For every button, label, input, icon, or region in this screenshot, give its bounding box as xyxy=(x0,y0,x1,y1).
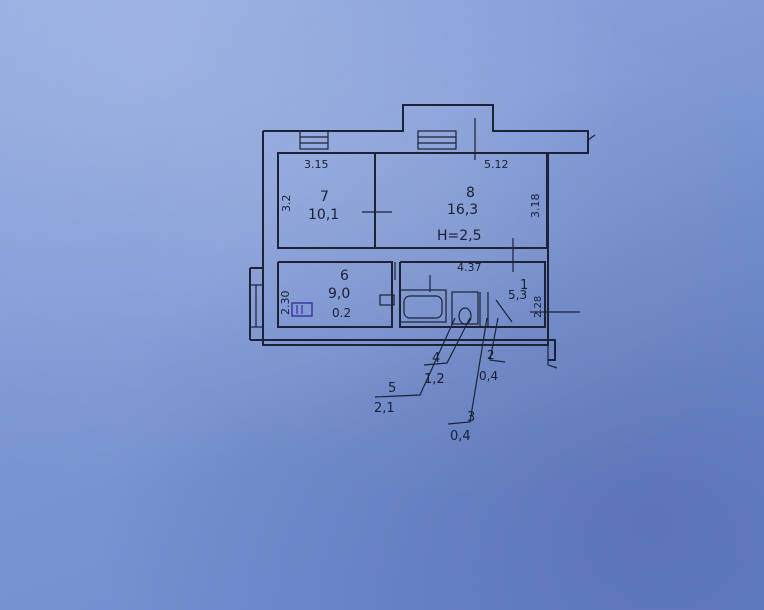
room-1-height: 2.28 xyxy=(533,296,544,318)
room-1-number: 1 xyxy=(520,278,528,293)
ceiling-height: H=2,5 xyxy=(437,228,482,244)
room-8-area: 16,3 xyxy=(447,202,478,218)
room-7-width: 3.15 xyxy=(304,158,329,171)
callout-4-number: 4 xyxy=(432,351,440,366)
callout-3-area: 0,4 xyxy=(450,429,471,444)
room-8-height: 3.18 xyxy=(529,194,542,219)
room-6-extra: 0.2 xyxy=(332,306,351,320)
room-6-number: 6 xyxy=(340,268,349,284)
windows xyxy=(249,130,457,328)
bathroom-fixtures xyxy=(379,275,513,327)
room-8-width: 5.12 xyxy=(484,158,509,171)
room-7-area: 10,1 xyxy=(308,207,339,223)
callout-5-area: 2,1 xyxy=(374,401,395,416)
callout-3-number: 3 xyxy=(467,410,475,425)
callout-2-area: 0,4 xyxy=(479,369,498,383)
room-7-number: 7 xyxy=(320,189,329,205)
room-7-height: 3.2 xyxy=(280,195,293,213)
room-6-height: 2.30 xyxy=(279,291,292,316)
callout-5-number: 5 xyxy=(388,381,396,396)
callout-2-number: 2 xyxy=(487,348,495,362)
stove-icon xyxy=(291,302,313,317)
callout-leaders xyxy=(374,317,506,425)
room-6-width: 4.37 xyxy=(457,261,482,274)
outer-walls xyxy=(249,104,596,369)
room-1-area: 5,3 xyxy=(508,288,527,302)
room-6-area: 9,0 xyxy=(328,286,350,302)
callout-4-area: 1,2 xyxy=(424,372,445,387)
room-8-number: 8 xyxy=(466,185,475,201)
